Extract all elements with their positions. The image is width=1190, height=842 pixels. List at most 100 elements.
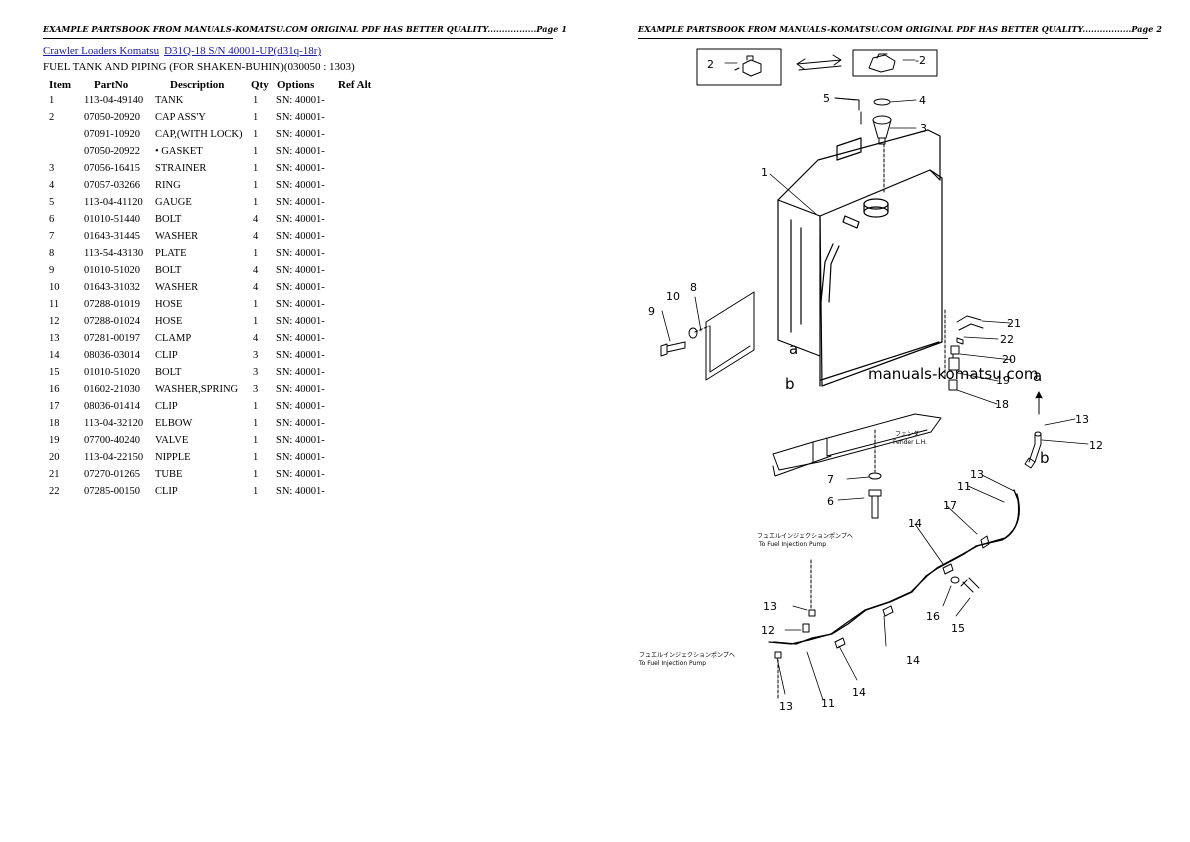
row-partno: 07091-10920 — [84, 129, 140, 140]
row-partno: 01010-51440 — [84, 214, 140, 225]
row-options: SN: 40001- — [276, 469, 325, 480]
callout-15: 15 — [951, 622, 965, 635]
breadcrumb-link-category[interactable]: Crawler Loaders Komatsu — [43, 45, 160, 57]
row-options: SN: 40001- — [276, 163, 325, 174]
hose-12-lower — [802, 623, 810, 633]
clip-14-lower — [834, 637, 846, 649]
ring — [873, 98, 891, 106]
row-description: TANK — [155, 95, 184, 106]
row-partno: 07050-20922 — [84, 146, 140, 157]
row-ref-alt — [334, 432, 382, 449]
fuel-pipe — [768, 489, 1020, 645]
row-qty: 4 — [253, 214, 259, 225]
callout-12-lower: 12 — [761, 624, 775, 637]
row-partno: 07057-03266 — [84, 180, 140, 191]
row-item: 5 — [49, 197, 55, 208]
row-options: SN: 40001- — [276, 350, 325, 361]
row-partno: 08036-03014 — [84, 350, 140, 361]
row-options: SN: 40001- — [276, 367, 325, 378]
breadcrumb-link-model[interactable]: D31Q-18 S/N 40001-UP(d31q-18r) — [164, 45, 322, 57]
callout-14-upper: 14 — [908, 517, 922, 530]
row-item: 17 — [49, 401, 60, 412]
clip-14-mid — [882, 605, 894, 617]
callout-13-upper: 13 — [1075, 413, 1089, 426]
row-description: CLIP — [155, 350, 178, 361]
callout-a-pipe: a — [1033, 367, 1042, 385]
washer-10 — [688, 327, 698, 339]
column-header-qty: Qty — [251, 78, 269, 91]
row-ref-alt — [334, 109, 382, 126]
bolt-9 — [660, 341, 686, 357]
callout-2-right: -2 — [915, 54, 926, 67]
row-ref-alt — [334, 330, 382, 347]
callout-1: 1 — [761, 166, 768, 179]
row-ref-alt — [334, 347, 382, 364]
cap-detail-right — [852, 49, 938, 77]
breadcrumb: Crawler Loaders Komatsu D31Q-18 S/N 40001… — [43, 45, 321, 57]
callout-16: 16 — [926, 610, 940, 623]
callout-11-upper: 11 — [957, 480, 971, 493]
row-ref-alt — [334, 245, 382, 262]
row-item: 6 — [49, 214, 55, 225]
clamp-13-lower — [774, 651, 782, 659]
row-options: SN: 40001- — [276, 384, 325, 395]
side-plate — [705, 291, 755, 381]
diagram-page: EXAMPLE PARTSBOOK FROM MANUALS-KOMATSU.C… — [595, 0, 1190, 842]
section-title: FUEL TANK AND PIPING (FOR SHAKEN-BUHIN)(… — [43, 61, 355, 73]
row-partno: 113-04-41120 — [84, 197, 143, 208]
row-options: SN: 40001- — [276, 486, 325, 497]
row-options: SN: 40001- — [276, 452, 325, 463]
row-description: HOSE — [155, 316, 183, 327]
column-header-item: Item — [49, 78, 71, 91]
row-partno: 01643-31445 — [84, 231, 140, 242]
column-header-ref-alt: Ref Alt — [338, 78, 372, 91]
row-qty: 1 — [253, 248, 259, 259]
gauge-rod — [834, 97, 862, 125]
callout-9: 9 — [648, 305, 655, 318]
row-ref-alt — [334, 92, 382, 109]
row-qty: 1 — [253, 299, 259, 310]
row-partno: 08036-01414 — [84, 401, 140, 412]
row-ref-alt — [334, 364, 382, 381]
row-description: CLIP — [155, 486, 178, 497]
row-options: SN: 40001- — [276, 282, 325, 293]
row-partno: 01643-31032 — [84, 282, 140, 293]
row-qty: 1 — [253, 486, 259, 497]
row-description: CAP,(WITH LOCK) — [155, 129, 243, 140]
callout-19: 19 — [996, 374, 1010, 387]
row-item: 4 — [49, 180, 55, 191]
row-description: CAP ASS'Y — [155, 112, 206, 123]
row-item: 10 — [49, 282, 60, 293]
pump-note-en-lower: To Fuel Injection Pump — [638, 660, 706, 667]
callout-14-lower: 14 — [852, 686, 866, 699]
row-ref-alt — [334, 313, 382, 330]
callout-b-pipe: b — [1040, 449, 1050, 467]
row-partno: 113-04-32120 — [84, 418, 144, 429]
row-ref-alt — [334, 415, 382, 432]
row-qty: 4 — [253, 265, 259, 276]
row-qty: 1 — [253, 146, 259, 157]
fender-label-en: Fender L.H. — [893, 439, 927, 446]
callout-6: 6 — [827, 495, 834, 508]
row-options: SN: 40001- — [276, 129, 325, 140]
row-item: 18 — [49, 418, 60, 429]
callout-3: 3 — [920, 122, 927, 135]
row-ref-alt — [334, 228, 382, 245]
callout-22: 22 — [1000, 333, 1014, 346]
row-item: 20 — [49, 452, 60, 463]
row-qty: 1 — [253, 112, 259, 123]
row-qty: 1 — [253, 401, 259, 412]
row-partno: 07270-01265 — [84, 469, 140, 480]
bolt-6 — [868, 489, 882, 519]
callout-b-tank: b — [785, 375, 795, 393]
clamp-13 — [808, 609, 816, 617]
row-description: NIPPLE — [155, 452, 191, 463]
